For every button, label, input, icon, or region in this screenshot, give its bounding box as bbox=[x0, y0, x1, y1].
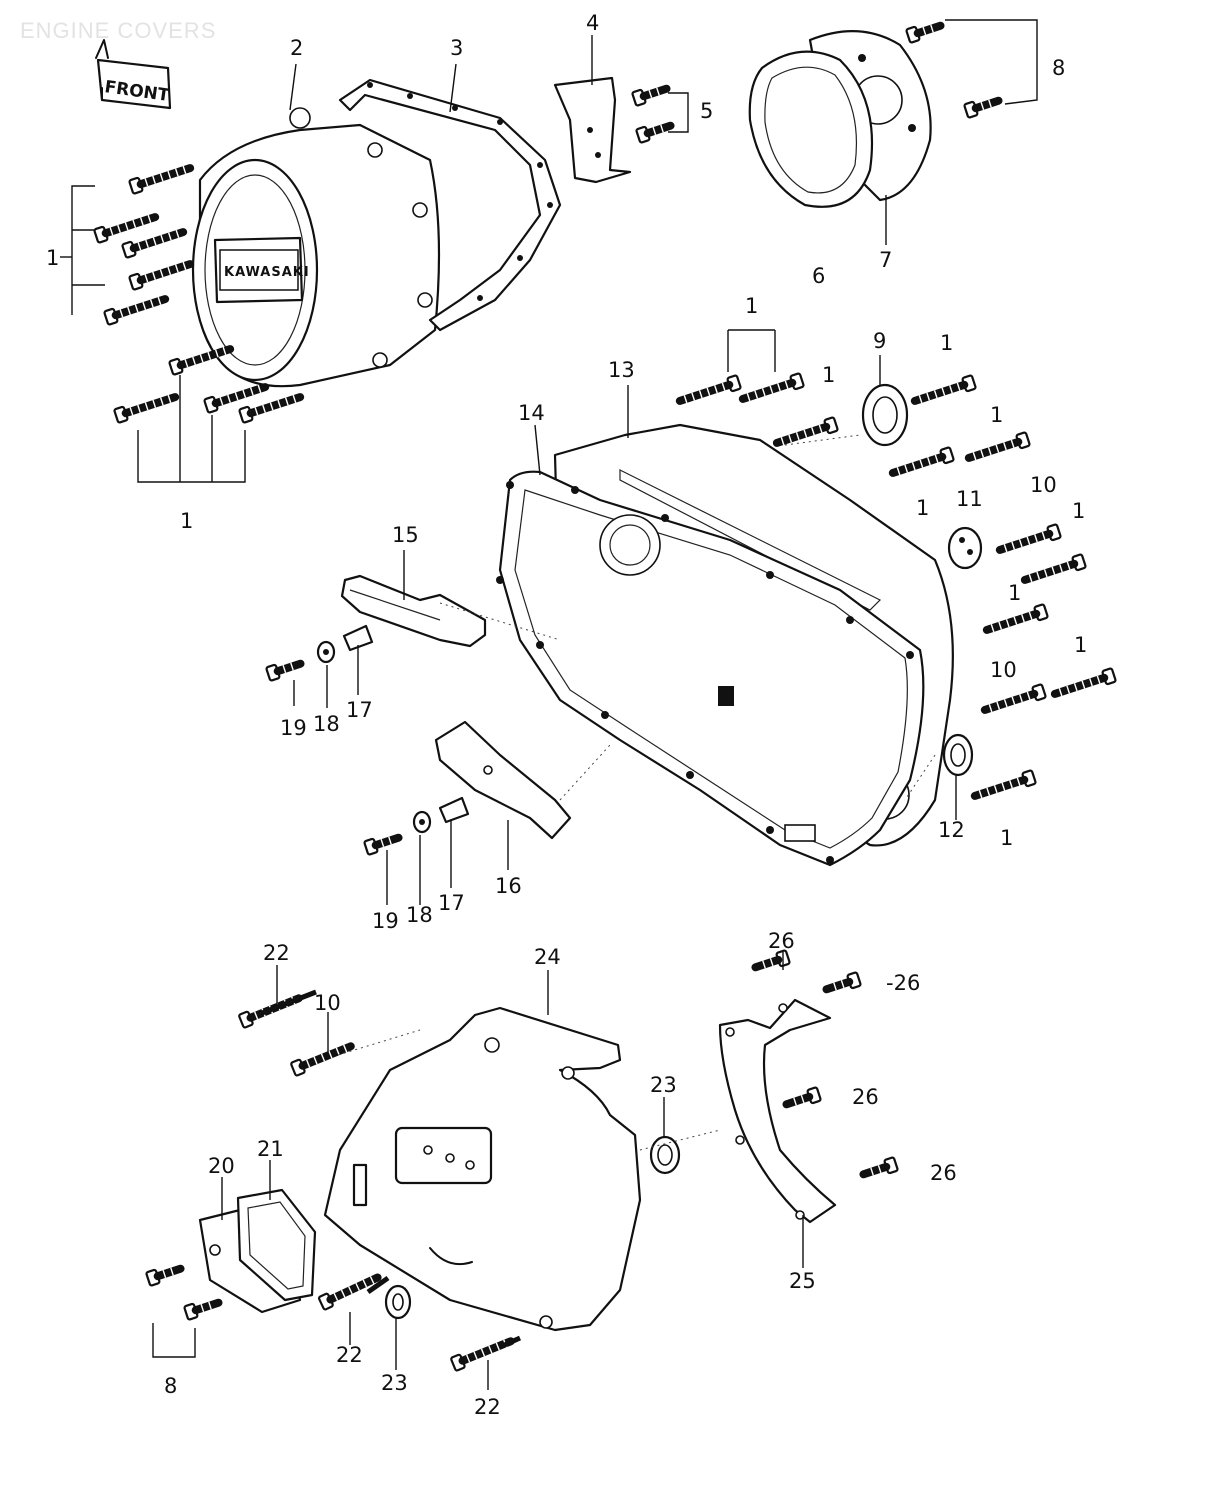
page-title: ENGINE COVERS bbox=[20, 18, 216, 43]
callout-23: 23 bbox=[650, 1073, 677, 1097]
gasket-21 bbox=[236, 1188, 317, 1302]
callout-26: 26 bbox=[930, 1161, 957, 1185]
callout-17: 17 bbox=[438, 891, 465, 915]
callout-1: 1 bbox=[745, 294, 758, 318]
callout-2: 2 bbox=[290, 36, 303, 60]
callout-1: 1 bbox=[990, 403, 1003, 427]
callout-4: 4 bbox=[586, 11, 599, 35]
bolt-1-lower-group bbox=[114, 342, 302, 483]
callout-3: 3 bbox=[450, 36, 463, 60]
callout-1: 1 bbox=[1074, 633, 1087, 657]
bolt-1-left-group bbox=[71, 161, 192, 324]
alternator-cover: KAWASAKI bbox=[191, 107, 441, 388]
callout-26: 26 bbox=[852, 1085, 879, 1109]
oil-seal-9 bbox=[861, 383, 909, 447]
callout-13: 13 bbox=[608, 358, 635, 382]
callout-6: 6 bbox=[812, 264, 825, 288]
oil-seal-23-lower bbox=[384, 1284, 412, 1320]
callout-8: 8 bbox=[1052, 56, 1065, 80]
callout-10: 10 bbox=[314, 991, 341, 1015]
bolt-5-pair bbox=[632, 82, 689, 143]
callout-9: 9 bbox=[873, 329, 886, 353]
callout-22: 22 bbox=[474, 1395, 501, 1419]
chain-guide-16 bbox=[434, 720, 572, 840]
fastener-set-upper bbox=[266, 624, 374, 681]
callout-17: 17 bbox=[346, 698, 373, 722]
callout-18: 18 bbox=[406, 903, 433, 927]
callout-16: 16 bbox=[495, 874, 522, 898]
callout-25: 25 bbox=[789, 1269, 816, 1293]
callout-21: 21 bbox=[257, 1137, 284, 1161]
callout-1: 1 bbox=[180, 509, 193, 533]
callout-1: 1 bbox=[1000, 826, 1013, 850]
bolt-8-pair-top bbox=[906, 19, 1038, 118]
callout-20: 20 bbox=[208, 1154, 235, 1178]
sprocket-cover bbox=[323, 1006, 642, 1332]
callout-11: 11 bbox=[956, 487, 983, 511]
callout-5: 5 bbox=[700, 99, 713, 123]
callout-1: 1 bbox=[1072, 499, 1085, 523]
callout-14: 14 bbox=[518, 401, 545, 425]
kawasaki-logo: KAWASAKI bbox=[224, 265, 310, 280]
callout-15: 15 bbox=[392, 523, 419, 547]
small-bracket bbox=[553, 76, 632, 184]
callout-1: 1 bbox=[1008, 581, 1021, 605]
pickup-cover-gasket bbox=[748, 50, 874, 208]
callout-22: 22 bbox=[336, 1343, 363, 1367]
callout-12: 12 bbox=[938, 818, 965, 842]
front-arrow-badge: FRONT bbox=[95, 39, 172, 110]
callout-1: 1 bbox=[940, 331, 953, 355]
callout-19: 19 bbox=[372, 909, 399, 933]
callout-1: 1 bbox=[822, 363, 835, 387]
callout-26: 26 bbox=[768, 929, 795, 953]
callout-labels: 2 3 4 5 6 7 8 1 1 1 1 1 1 1 1 1 1 1 9 13… bbox=[46, 11, 1087, 1419]
callout-1: 1 bbox=[46, 246, 59, 270]
callout-24: 24 bbox=[534, 945, 561, 969]
callout-22: 22 bbox=[263, 941, 290, 965]
fastener-set-lower bbox=[364, 796, 470, 855]
callout-18: 18 bbox=[313, 712, 340, 736]
callout-26: -26 bbox=[886, 971, 920, 995]
callout-10: 10 bbox=[1030, 473, 1057, 497]
leader-lines bbox=[60, 35, 957, 1390]
callout-10: 10 bbox=[990, 658, 1017, 682]
chain-guide-15 bbox=[340, 574, 487, 648]
callout-8: 8 bbox=[164, 1374, 177, 1398]
cover-bracket-25 bbox=[718, 998, 837, 1224]
plug-11 bbox=[947, 526, 983, 570]
alternator-cover-gasket bbox=[338, 78, 562, 332]
bolt-1-right-group bbox=[678, 329, 1116, 803]
bolt-8-pair-bottom bbox=[146, 1262, 221, 1358]
callout-19: 19 bbox=[280, 716, 307, 740]
callout-1: 1 bbox=[916, 496, 929, 520]
oil-seal-12 bbox=[942, 733, 974, 777]
oil-seal-23-upper bbox=[649, 1135, 681, 1175]
alignment-lines bbox=[337, 434, 936, 1151]
callout-7: 7 bbox=[879, 248, 892, 272]
callout-23: 23 bbox=[381, 1371, 408, 1395]
clutch-cover-gasket bbox=[496, 470, 925, 867]
bolt-22-10-group bbox=[239, 992, 522, 1371]
